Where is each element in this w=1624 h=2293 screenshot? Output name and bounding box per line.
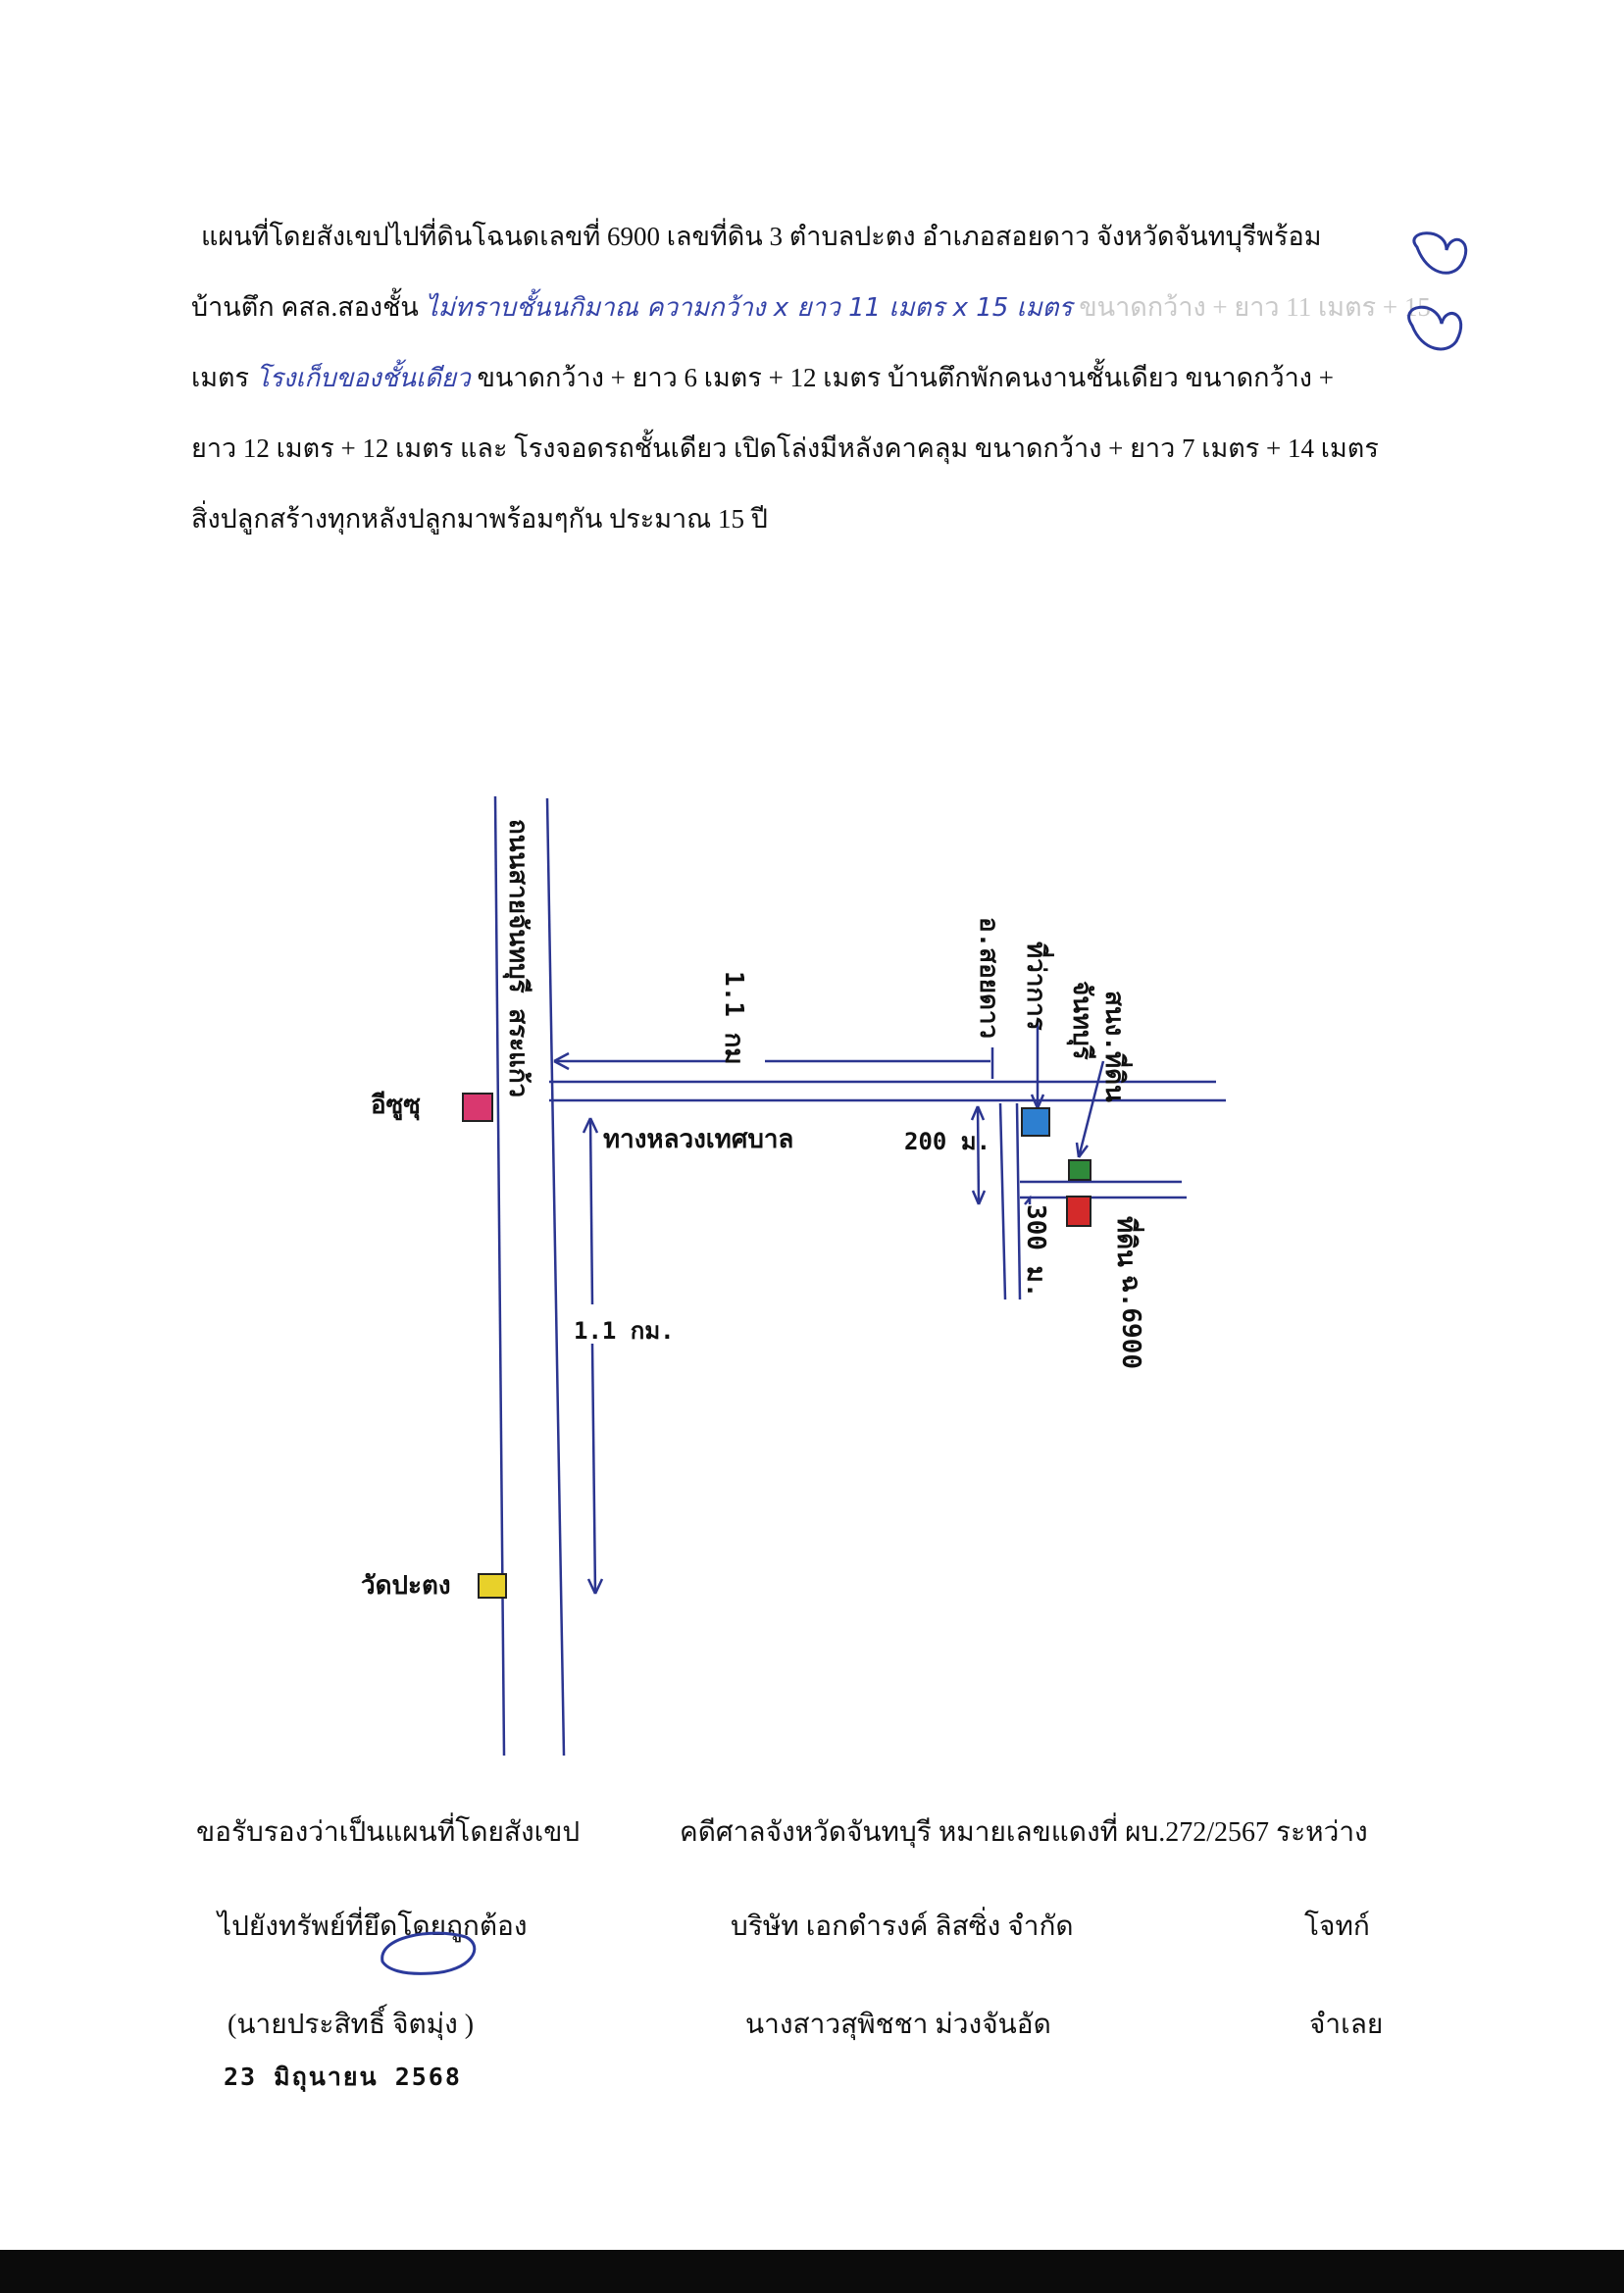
description-line-3-prefix: เมตร [191,363,250,392]
handwritten-note-1: ไม่ทราบชั้นนกิมาณ ความกว้าง x ยาว 11 เมต… [425,293,1073,323]
soi-left-edge [998,1102,1007,1300]
office-label-3: สนง.ที่ดิน [1099,991,1134,1102]
plaintiff-role: โจทก์ [1304,1911,1370,1942]
initial-marks-icon [1407,231,1468,351]
distance-arrow-side-upper [588,1117,594,1305]
municipal-road-label: ทางหลวงเทศบาล [603,1125,793,1154]
main-road-right-edge [545,797,566,1757]
pointer-land-office [1077,1060,1105,1158]
signature-icon [381,1931,477,1975]
land-label-1: ที่ดิน [1111,1216,1145,1267]
arrowhead-side-bottom [586,1578,604,1595]
description-line-1: แผนที่โดยสังเขปไปที่ดินโฉนดเลขที่ 6900 เ… [201,222,1322,251]
isuzu-marker [462,1093,493,1122]
description-line-2-prefix: บ้านตึก คสล.สองชั้น [191,292,419,322]
arrowhead-side-top [582,1117,599,1134]
land-office-marker [1068,1159,1091,1181]
certification-date: 23 มิถุนายน 2568 [224,2063,462,2091]
description-line-3: เมตร โรงเก็บของชั้นเดียว ขนาดกว้าง + ยาว… [191,342,1417,413]
main-road-label: ถนนสายจันทบุรี สระแก้ว [502,819,533,1097]
description-line-4: ยาว 12 เมตร + 12 เมตร และ โรงจอดรถชั้นเด… [191,433,1379,463]
plaintiff-name: บริษัท เอกดำรงค์ ลิสซิ่ง จำกัด [731,1911,1074,1942]
case-line: คดีศาลจังหวัดจันทบุรี หมายเลขแดงที่ ผบ.2… [680,1817,1368,1848]
description-line-2: บ้านตึก คสล.สองชั้น ไม่ทราบชั้นนกิมาณ คว… [191,272,1431,342]
arrowhead-top [553,1051,570,1071]
distance-label-top: 1.1 กม [719,971,748,1065]
office-label-1: ที่ว่าการ [1021,942,1055,1031]
handwritten-note-2: โรงเก็บของชั้นเดียว [255,364,471,393]
distance-label-300m: 300 ม. [1021,1204,1050,1298]
main-road-left-edge [493,795,506,1757]
office-label-2: จันทบุรี [1066,981,1096,1060]
pointer-office-head [1030,1094,1045,1109]
certifier-name: (นายประสิทธิ์ จิตมุ่ง ) [228,2010,475,2040]
arrowhead-300m [1024,1195,1032,1205]
distance-arrow-side-lower [590,1343,597,1595]
certification-line-1: ขอรับรองว่าเป็นแผนที่โดยสังเขป [196,1817,581,1848]
isuzu-label: อีซูซุ [371,1091,421,1121]
scan-edge-bar [0,2250,1624,2293]
wat-label: วัดปะตง [361,1571,451,1601]
land-plot-marker [1066,1196,1091,1227]
wat-marker [478,1573,507,1599]
description-line-3-rest: ขนาดกว้าง + ยาว 6 เมตร + 12 เมตร บ้านตึก… [477,363,1334,392]
defendant-role: จำเลย [1309,2010,1384,2040]
distance-label-side: 1.1 กม. [574,1317,675,1345]
distance-arrow-200m [976,1105,981,1205]
district-office-marker [1021,1107,1050,1137]
soi-right-edge [1015,1102,1022,1300]
faded-text: ขนาดกว้าง + ยาว 11 เมตร + 15 [1079,292,1431,322]
pointer-land-office-head [1075,1142,1089,1158]
certification-line-2: ไปยังทรัพย์ที่ยึดโดยถูกต้อง [218,1911,528,1942]
distance-label-200m: 200 ม. [904,1128,990,1155]
district-label: อ.สอยดาว [974,917,1003,1039]
arrowheads-200m [970,1105,987,1205]
defendant-name: นางสาวสุพิชชา ม่วงจันอัด [745,2010,1051,2040]
description-paragraph: แผนที่โดยสังเขปไปที่ดินโฉนดเลขที่ 6900 เ… [191,201,1431,554]
description-line-5: สิ่งปลูกสร้างทุกหลังปลูกมาพร้อมๆกัน ประม… [191,504,768,534]
land-label-2: ฉ.6900 [1116,1275,1145,1369]
